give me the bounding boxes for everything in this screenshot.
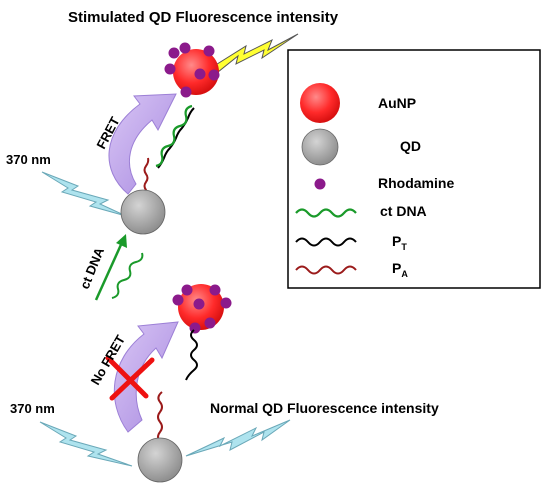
legend-rhodamine-label: Rhodamine (378, 175, 454, 191)
rhodamine-cluster-bottom (172, 284, 232, 334)
legend-rhodamine-icon (314, 178, 326, 190)
pt-strand-bottom (185, 329, 198, 381)
excitation-lightning-top-icon (41, 171, 127, 217)
ct-dna-free-strand (111, 252, 144, 299)
pa-strand-bottom (157, 391, 163, 443)
excitation-lightning-bottom-icon (39, 421, 133, 467)
legend-qd-label: QD (400, 138, 421, 154)
legend-ct-dna-label: ct DNA (380, 203, 427, 219)
rhodamine-cluster-top (164, 42, 220, 98)
legend-aunp-label: AuNP (378, 95, 416, 111)
ct-dna-strand-top (155, 104, 193, 168)
top-title: Stimulated QD Fluorescence intensity (68, 9, 339, 26)
legend-aunp-icon (300, 83, 340, 123)
qd-bottom (137, 437, 183, 483)
legend-qd-icon (301, 128, 339, 166)
legend-pa-icon (295, 265, 357, 275)
fret-arrow-top (108, 93, 177, 195)
emission-lightning-icon (213, 33, 299, 73)
pt-strand-top (157, 107, 195, 169)
wavelength-bottom: 370 nm (10, 401, 55, 416)
legend-ct-dna-icon (295, 208, 357, 218)
legend-pt-label: PT (392, 233, 407, 252)
bottom-title: Normal QD Fluorescence intensity (210, 400, 439, 416)
qd-top (120, 189, 166, 235)
legend-pt-icon (295, 237, 357, 247)
wavelength-top: 370 nm (6, 152, 51, 167)
emission-lightning-bottom-icon (185, 419, 291, 457)
legend-pa-label: PA (392, 260, 408, 279)
ct-dna-arrowhead-icon (116, 234, 127, 248)
no-fret-cross-icon (105, 355, 155, 401)
ct-dna-addition-arrow (94, 237, 126, 301)
